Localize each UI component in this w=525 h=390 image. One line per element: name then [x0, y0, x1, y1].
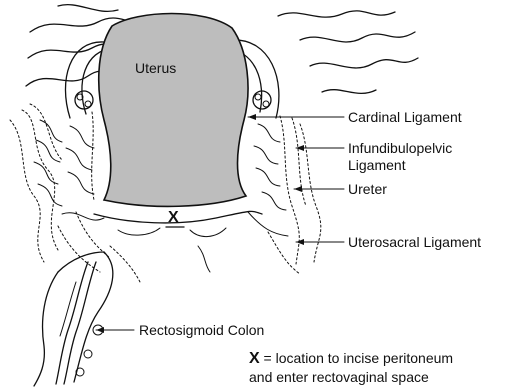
right-parametrium: [248, 116, 321, 274]
legend-line2: and enter rectovaginal space: [249, 369, 429, 385]
cardinal-arrowhead: [248, 114, 256, 120]
legend-line1: X = location to incise peritoneum: [249, 350, 453, 367]
left-parametrium: [10, 104, 110, 272]
uterosacral-arrowhead: [296, 239, 304, 245]
rectosigmoid-arrowhead: [96, 327, 104, 333]
rectosigmoid-colon-label: Rectosigmoid Colon: [139, 322, 264, 338]
infundibulopelvic-label-line2: Ligament: [348, 157, 406, 173]
legend-x-symbol: X: [249, 350, 260, 367]
incision-x-marker: X: [168, 209, 179, 226]
ureter-arrowhead: [294, 186, 302, 192]
uterus-label: Uterus: [135, 60, 176, 76]
infundibulopelvic-label-line1: Infundibulopelvic: [348, 140, 452, 156]
infundibulo-arrowhead: [296, 145, 304, 151]
rectosigmoid-colon: [34, 252, 113, 386]
ureter-label: Ureter: [348, 181, 387, 197]
uterus-body: [99, 14, 248, 207]
cardinal-ligament-label: Cardinal Ligament: [348, 109, 462, 125]
uterosacral-ligament-label: Uterosacral Ligament: [348, 234, 481, 250]
legend-text-line1: = location to incise peritoneum: [260, 350, 453, 366]
